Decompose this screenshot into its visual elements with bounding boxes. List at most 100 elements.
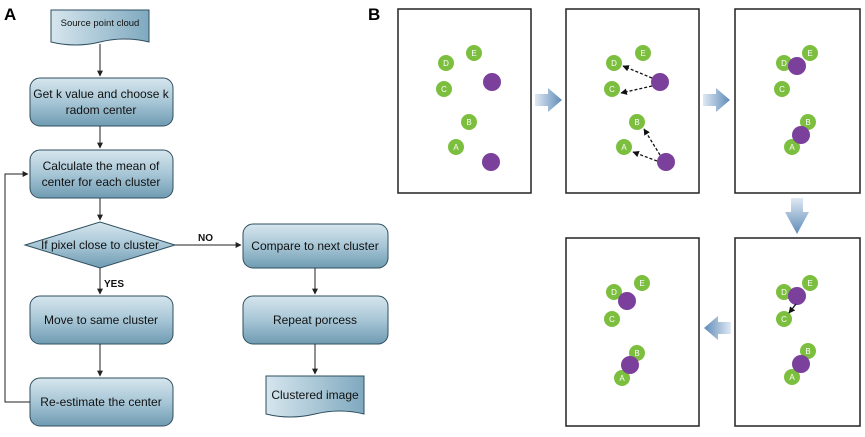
compare-next-cluster-text: Compare to next cluster: [251, 239, 378, 253]
point-b-label: B: [805, 347, 810, 356]
clustered-image-node: Clustered image: [265, 375, 365, 418]
point-d: [776, 55, 792, 71]
centroid-1: [651, 73, 669, 91]
point-a: [784, 139, 800, 155]
point-c: [776, 311, 792, 327]
choose-k-centers-text-line1: Get k value and choose k: [33, 87, 169, 101]
point-d-label: D: [611, 59, 617, 68]
point-e-label: E: [640, 49, 645, 58]
point-d: [606, 55, 622, 71]
point-e: [466, 45, 482, 61]
point-a: [448, 139, 464, 155]
choose-k-centers-text-line2: radom center: [66, 103, 137, 117]
frame-2: [565, 8, 700, 194]
choose-k-centers-node: Get k value and choose k radom center: [29, 77, 174, 127]
distance-arrow-to-b: [643, 128, 661, 156]
centroid-1: [788, 287, 806, 305]
frame-3-points: D E C B A: [774, 45, 818, 155]
source-point-cloud-text: Source point cloud: [61, 18, 140, 29]
centroid-2: [621, 356, 639, 374]
point-e-label: E: [807, 49, 812, 58]
point-c: [774, 81, 790, 97]
reestimate-center-text: Re-estimate the center: [40, 395, 161, 409]
calculate-mean-text-line1: Calculate the mean of: [43, 159, 160, 173]
point-c: [436, 81, 452, 97]
point-d-label: D: [781, 59, 787, 68]
point-e-label: E: [471, 49, 476, 58]
no-label: NO: [198, 233, 213, 244]
point-d-label: D: [611, 288, 617, 297]
distance-arrow-to-a: [632, 151, 658, 162]
clustered-image-text: Clustered image: [271, 388, 359, 402]
point-e-label: E: [639, 279, 644, 288]
compare-next-cluster-node: Compare to next cluster: [242, 223, 389, 269]
point-b: [461, 114, 477, 130]
point-d-label: D: [443, 59, 449, 68]
panel-b-label: B: [368, 5, 380, 24]
point-b-label: B: [634, 349, 639, 358]
pixel-close-decision-node: If pixel close to cluster: [23, 221, 177, 269]
distance-arrow-to-d: [622, 65, 653, 79]
calculate-mean-text-line2: center for each cluster: [42, 175, 161, 189]
point-b: [629, 114, 645, 130]
point-c: [604, 311, 620, 327]
point-a-label: A: [619, 374, 625, 383]
point-c-label: C: [609, 85, 615, 94]
centroid-2: [792, 126, 810, 144]
point-e-label: E: [807, 279, 812, 288]
point-b: [800, 343, 816, 359]
centroid-2: [792, 355, 810, 373]
source-point-cloud-node: Source point cloud: [50, 9, 150, 46]
point-c-label: C: [609, 315, 615, 324]
point-c-label: C: [781, 315, 787, 324]
repeat-process-text: Repeat porcess: [273, 313, 357, 327]
frame-2-points: D E C B A: [604, 45, 675, 171]
reestimate-center-node: Re-estimate the center: [29, 377, 174, 427]
pixel-close-decision-text: If pixel close to cluster: [41, 238, 159, 252]
point-b-label: B: [466, 118, 471, 127]
frame-5: [734, 237, 861, 427]
point-e: [634, 275, 650, 291]
point-a-label: A: [453, 143, 459, 152]
distance-arrow-to-c: [620, 85, 653, 95]
point-b-label: B: [634, 118, 639, 127]
calculate-mean-node: Calculate the mean of center for each cl…: [29, 149, 174, 199]
frame-1-points: D E C B A: [436, 45, 501, 171]
point-e: [802, 275, 818, 291]
centroid-1: [483, 73, 501, 91]
move-to-same-cluster-node: Move to same cluster: [29, 295, 174, 345]
point-a-label: A: [621, 143, 627, 152]
centroid-1: [788, 57, 806, 75]
move-to-same-cluster-text: Move to same cluster: [44, 313, 158, 327]
frame-4: [565, 237, 700, 427]
centroid-1: [618, 292, 636, 310]
point-c-label: C: [779, 85, 785, 94]
transition-arrow-3: [785, 198, 809, 234]
point-b: [800, 114, 816, 130]
point-a: [616, 139, 632, 155]
loop-back-arrow: [4, 171, 30, 403]
centroid-2: [482, 153, 500, 171]
panel-a-label: A: [4, 5, 16, 24]
repeat-process-node: Repeat porcess: [242, 295, 389, 345]
point-c: [604, 81, 620, 97]
centroid-2: [657, 153, 675, 171]
point-b-label: B: [805, 118, 810, 127]
point-e: [802, 45, 818, 61]
point-d: [606, 284, 622, 300]
frame-5-points: D E C B A: [776, 275, 818, 385]
frame-4-points: D E C B A: [604, 275, 650, 386]
frame-1: [397, 8, 532, 194]
transition-arrow-2: [703, 88, 730, 112]
point-e: [635, 45, 651, 61]
yes-label: YES: [104, 279, 124, 290]
transition-arrow-1: [535, 88, 562, 112]
frame-3: [734, 8, 861, 194]
point-d-label: D: [781, 288, 787, 297]
point-a-label: A: [789, 373, 795, 382]
point-a: [784, 369, 800, 385]
point-c-label: C: [441, 85, 447, 94]
point-a: [614, 370, 630, 386]
transition-arrow-4: [704, 316, 731, 340]
distance-arrow-to-c: [788, 303, 797, 314]
